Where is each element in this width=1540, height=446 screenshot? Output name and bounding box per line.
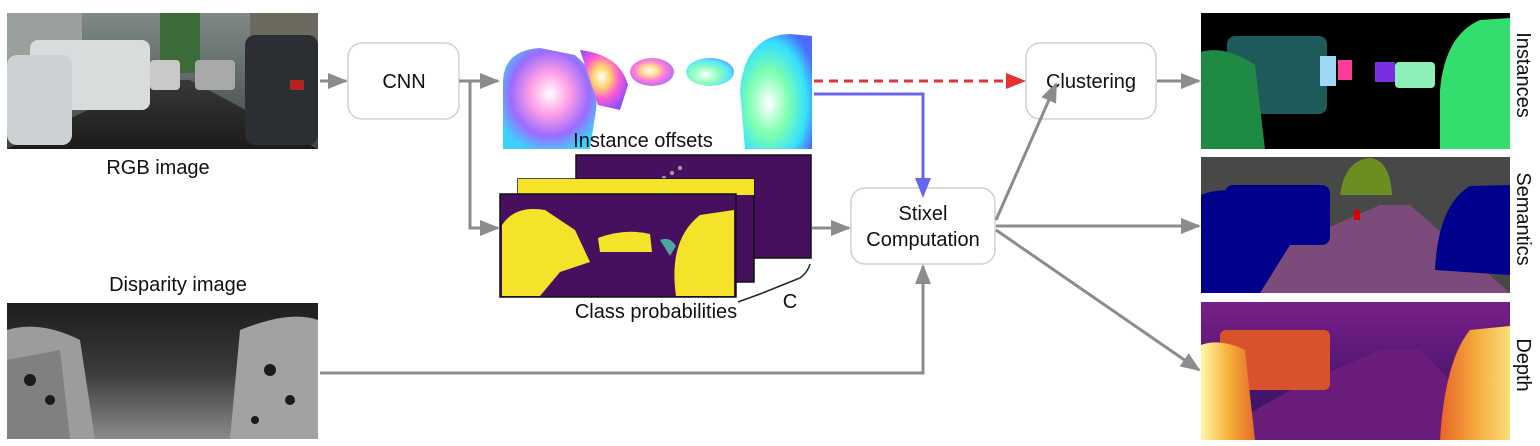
instances-output-image xyxy=(1201,13,1510,150)
instances-label: Instances xyxy=(1512,32,1534,118)
stixel-computation-box xyxy=(850,187,996,265)
semantics-label: Semantics xyxy=(1512,172,1534,265)
clustering-box xyxy=(1025,42,1157,120)
depth-output-image xyxy=(1201,302,1510,440)
disparity-image-label: Disparity image xyxy=(109,274,247,296)
class-probabilities-stack xyxy=(499,154,812,298)
instance-offsets-label: Instance offsets xyxy=(573,130,713,152)
arrow-offsets-to-stixel xyxy=(814,92,931,198)
arrow-stixel-to-clustering xyxy=(994,82,1058,221)
stixel-label-line2: Computation xyxy=(866,229,979,251)
depth-label: Depth xyxy=(1512,338,1534,391)
clustering-label: Clustering xyxy=(1046,71,1136,93)
arrow-stixel-to-depth xyxy=(995,228,1201,372)
channels-symbol: C xyxy=(783,291,797,313)
channels-brace xyxy=(737,263,811,303)
semantics-output-image xyxy=(1201,157,1510,293)
disparity-image xyxy=(7,303,318,439)
stixel-label-line1: Stixel xyxy=(899,203,948,225)
arrow-disparity-to-stixel xyxy=(320,264,931,375)
rgb-image-label: RGB image xyxy=(106,157,209,179)
class-probabilities-label: Class probabilities xyxy=(575,301,737,323)
arrow-cnn-to-probabilities xyxy=(468,81,500,236)
rgb-image xyxy=(7,13,318,149)
cnn-label: CNN xyxy=(382,71,425,93)
instance-offsets-image xyxy=(500,34,812,149)
